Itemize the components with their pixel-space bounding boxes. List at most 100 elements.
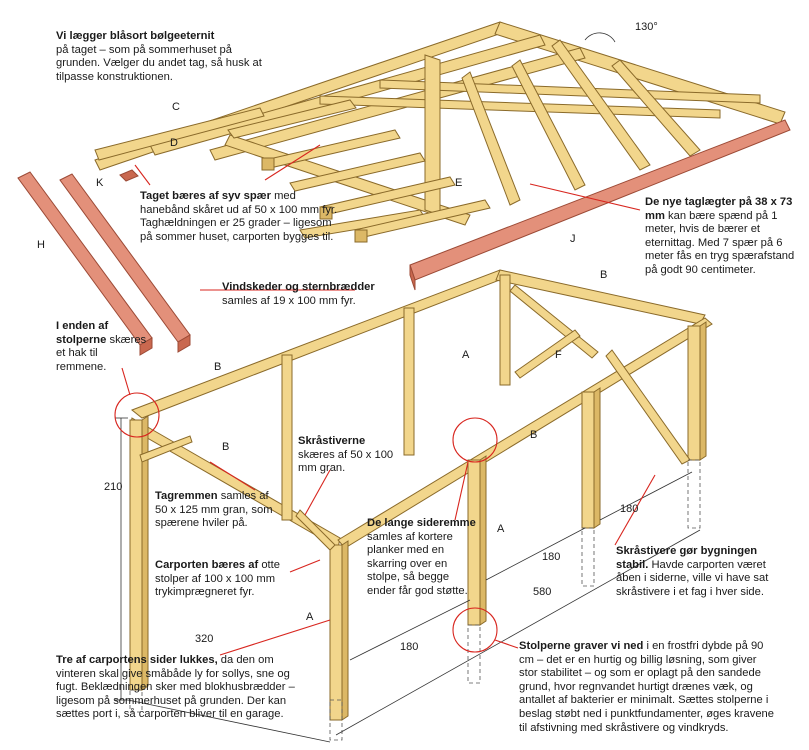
dim-bay-2 (485, 527, 586, 581)
note-roof-head: Vi lægger blåsort bølgeeternit (56, 30, 215, 42)
note-barge: Vindskeder og sternbrædder samles af 19 … (222, 281, 402, 308)
note-battens-head: De nye taglægter på 38 x 73 mm (645, 196, 793, 222)
note-stable-head: Skråstivere gør bygningen stabil. (616, 545, 758, 571)
post-7-side (593, 387, 601, 529)
brace-long (605, 349, 691, 465)
letter-c: C (172, 101, 180, 113)
note-side-beams-body: samles af kortere planker med en skarrin… (367, 530, 468, 597)
detail-circle-ground (452, 607, 498, 653)
note-roof: Vi lægger blåsort bølgeeternit på taget … (56, 30, 266, 84)
note-posts: Carporten bæres af otte stolper af 100 x… (155, 559, 290, 600)
dimension-lines (115, 32, 701, 743)
rafter-web-4 (461, 71, 521, 206)
batten-3 (289, 152, 426, 192)
post-1 (129, 419, 143, 691)
post-3 (403, 307, 415, 456)
note-rafters-head: Taget bæres af syv spær (140, 190, 271, 202)
letter-a-left: A (306, 611, 314, 623)
brace-end-2 (514, 329, 581, 379)
post-8-ground (687, 459, 701, 529)
letter-f: F (555, 349, 562, 361)
detail-circle-corner (114, 392, 160, 438)
carport-frame (129, 269, 713, 741)
dim-180-a: 180 (400, 641, 418, 653)
note-closed: Tre af carportens sider lukkes, da den o… (56, 654, 296, 722)
dimension-texts: 130° 210 320 580 180 180 180 (104, 21, 658, 653)
letter-e: E (455, 177, 462, 189)
note-barge-body: samles af 19 x 100 mm fyr. (222, 294, 356, 307)
post-8 (687, 325, 701, 461)
note-dig-head: Stolperne graver vi ned (519, 640, 644, 652)
letter-h: H (37, 239, 45, 251)
barge-boards (17, 171, 191, 356)
note-posts-end-body: skæres et hak til remmene. (56, 333, 147, 373)
rafter-web-3 (511, 59, 586, 191)
note-rafters: Taget bæres af syv spær med hanebånd skå… (140, 190, 340, 244)
note-posts-end: I enden af stolperne skæres et hak til r… (56, 320, 151, 374)
post-7 (581, 391, 595, 529)
note-roof-body: på taget – som på sommerhuset på grunden… (56, 43, 262, 83)
note-dig-body: i en frostfri dybde på 90 cm – det er en… (519, 640, 774, 734)
batten-end-block-2 (319, 206, 333, 220)
brace-left (139, 435, 193, 463)
note-plate: Tagremmen samles af 50 x 125 mm gran, so… (155, 490, 275, 531)
note-rafters-body: med hanebånd skåret ud af 50 x 100 mm fy… (140, 190, 338, 243)
note-side-beams: De lange sideremme samles af kortere pla… (367, 517, 477, 599)
detail-circle-post (452, 417, 498, 463)
rafter-left-stub (94, 107, 265, 161)
post-4 (499, 274, 511, 386)
letter-b-right: B (530, 429, 537, 441)
post-7-ground (581, 527, 595, 587)
letter-b-top: B (600, 269, 607, 281)
roof-trusses (94, 21, 786, 243)
leader-lines (121, 144, 656, 656)
note-side-beams-head: De lange sideremme (367, 517, 476, 529)
post-2 (281, 354, 293, 521)
post-1-ground (129, 689, 143, 713)
note-posts-head: Carporten bæres af (155, 559, 259, 571)
barge-board-1-end (139, 337, 153, 356)
rafter-web-2 (611, 59, 701, 157)
dim-210: 210 (104, 481, 122, 493)
dim-bay-3 (599, 471, 693, 521)
post-6-side (479, 455, 487, 626)
rafter-web-1 (551, 39, 651, 171)
note-posts-end-head: I enden af stolperne (56, 320, 109, 346)
letter-a-right: A (497, 523, 505, 535)
note-posts-body: otte stolper af 100 x 100 mm trykimprægn… (155, 559, 280, 599)
post-5 (329, 544, 343, 721)
letter-k: K (96, 177, 104, 189)
batten-end-block-3 (354, 229, 368, 243)
note-stable: Skråstivere gør bygningen stabil. Havde … (616, 545, 771, 599)
letter-b-left: B (214, 361, 221, 373)
top-plate-front-long (337, 317, 713, 549)
collar-tie (319, 95, 721, 119)
note-barge-head: Vindskeder og sternbrædder (222, 281, 375, 293)
barge-board-2-end (177, 334, 191, 353)
post-6-ground (467, 624, 481, 684)
note-dig: Stolperne graver vi ned i en frostfri dy… (519, 640, 774, 735)
brace-front (295, 509, 336, 551)
letter-b-front: B (222, 441, 229, 453)
post-8-side (699, 321, 707, 461)
post-5-ground (329, 699, 343, 741)
letter-j: J (570, 233, 576, 245)
post-5-side (341, 540, 349, 721)
note-braces-body: skæres af 50 x 100 mm gran. (298, 448, 394, 475)
dim-180-b: 180 (542, 551, 560, 563)
note-braces: Skråstiverne skæres af 50 x 100 mm gran. (298, 435, 408, 476)
part-letters: C D K E H J B F A B B B A A (37, 101, 607, 623)
dim-angle: 130° (635, 21, 658, 33)
dim-bay-1 (349, 599, 471, 661)
note-stable-body: Havde carporten været åben i siderne, vi… (616, 558, 769, 598)
dim-180-c: 180 (620, 503, 638, 515)
note-closed-body: da den om vinteren skal give småbåde ly … (56, 654, 295, 721)
block-k (119, 169, 139, 182)
post-1-side (141, 415, 149, 691)
dim-320: 320 (195, 633, 213, 645)
letter-a-mid: A (462, 349, 470, 361)
batten-end-block (261, 157, 275, 171)
note-battens-body: kan bære spænd på 1 meter, hvis de bærer… (645, 209, 795, 276)
